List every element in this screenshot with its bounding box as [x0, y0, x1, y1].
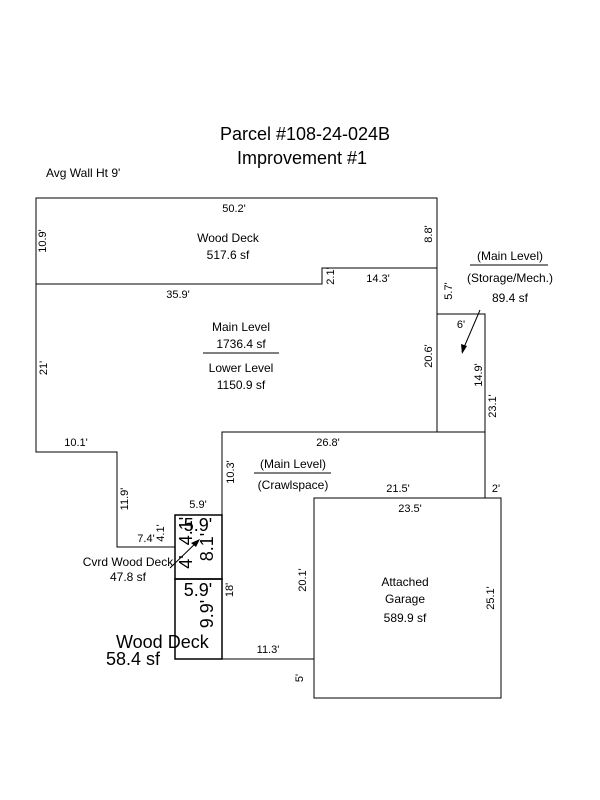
dim-jog-width: 7.4'	[137, 533, 154, 545]
cvrd-deck-label: Cvrd Wood Deck	[83, 555, 174, 569]
crawl-label-1: (Main Level)	[260, 457, 326, 471]
dim-main-east-height: 20.6'	[423, 344, 435, 368]
garage-outline	[313, 497, 502, 699]
storage-outline	[437, 313, 486, 432]
storage-area: 89.4 sf	[492, 291, 529, 305]
lower-level-label: Lower Level	[209, 361, 274, 375]
dim-cvrd-deck-lower-height: 4'	[176, 555, 196, 568]
dim-deck-step-width: 14.3'	[366, 273, 390, 285]
wood-deck-area: 517.6 sf	[207, 248, 250, 262]
storage-label-2: (Storage/Mech.)	[467, 271, 553, 285]
dim-jog-step-height: 4.1'	[155, 524, 167, 541]
storage-arrowhead	[461, 344, 467, 354]
dim-east-step-height: 5.7'	[443, 282, 455, 299]
dim-garage-width: 23.5'	[398, 503, 422, 515]
small-deck-label: Wood Deck	[116, 632, 210, 652]
crawl-label-2: (Crawlspace)	[258, 478, 329, 492]
dim-garage-east-height: 25.1'	[485, 586, 497, 610]
parcel-title: Parcel #108-24-024B	[220, 124, 390, 144]
cvrd-deck-arrowhead	[191, 539, 200, 547]
dim-west-jog-width: 10.1'	[64, 437, 88, 449]
dim-crawl-west-height: 10.3'	[225, 460, 237, 484]
improvement-title: Improvement #1	[237, 148, 367, 168]
dim-garage-offset: 2'	[492, 483, 500, 495]
avg-wall-height: Avg Wall Ht 9'	[46, 166, 120, 180]
dim-crawl-bottom-width: 11.3'	[257, 644, 280, 656]
dim-crawl-south-width: 21.5'	[386, 483, 410, 495]
dim-storage-height: 14.9'	[473, 363, 485, 387]
storage-label-1: (Main Level)	[477, 249, 543, 263]
garage-area: 589.9 sf	[384, 611, 427, 625]
dim-top-width: 50.2'	[222, 203, 246, 215]
dim-deck-west-height: 10.9'	[37, 229, 49, 253]
main-level-area: 1736.4 sf	[216, 337, 266, 351]
dim-cvrd-deck-width: 5.9'	[184, 515, 212, 535]
dim-crawl-lower-height: 18'	[224, 583, 236, 597]
lower-level-area: 1150.9 sf	[217, 378, 266, 392]
dim-deck-step-height: 2.1'	[325, 267, 337, 284]
small-deck-outline	[174, 578, 223, 660]
storage-pointer-arrow	[461, 309, 481, 353]
dim-cvrd-deck-side-height: 4.1'	[176, 517, 196, 545]
dim-garage-offset-height: 5'	[294, 674, 306, 682]
dim-west-wall-height: 21'	[38, 361, 50, 375]
garage-label-2: Garage	[385, 592, 425, 606]
dim-cvrd-deck-height: 8.1'	[197, 533, 217, 561]
dim-east-outer-height: 23.1'	[487, 394, 499, 418]
wood-deck-label: Wood Deck	[197, 231, 260, 245]
dim-small-deck-height: 9.9'	[197, 600, 217, 628]
main-level-label: Main Level	[212, 320, 270, 334]
dim-jog-height: 11.9'	[119, 488, 131, 511]
cvrd-deck-area: 47.8 sf	[110, 570, 147, 584]
dim-small-deck-width: 5.9'	[184, 580, 212, 600]
dim-garage-west-height: 20.1'	[297, 568, 309, 592]
dim-storage-width: 6'	[457, 319, 465, 331]
small-deck-area: 58.4 sf	[106, 649, 161, 669]
dim-deck-south-width: 35.9'	[166, 289, 190, 301]
dim-crawl-north-width: 26.8'	[316, 437, 340, 449]
dim-deck-east-height: 8.8'	[423, 225, 435, 242]
garage-label-1: Attached	[381, 575, 428, 589]
dim-cvrd-deck-width-top: 5.9'	[189, 499, 206, 511]
